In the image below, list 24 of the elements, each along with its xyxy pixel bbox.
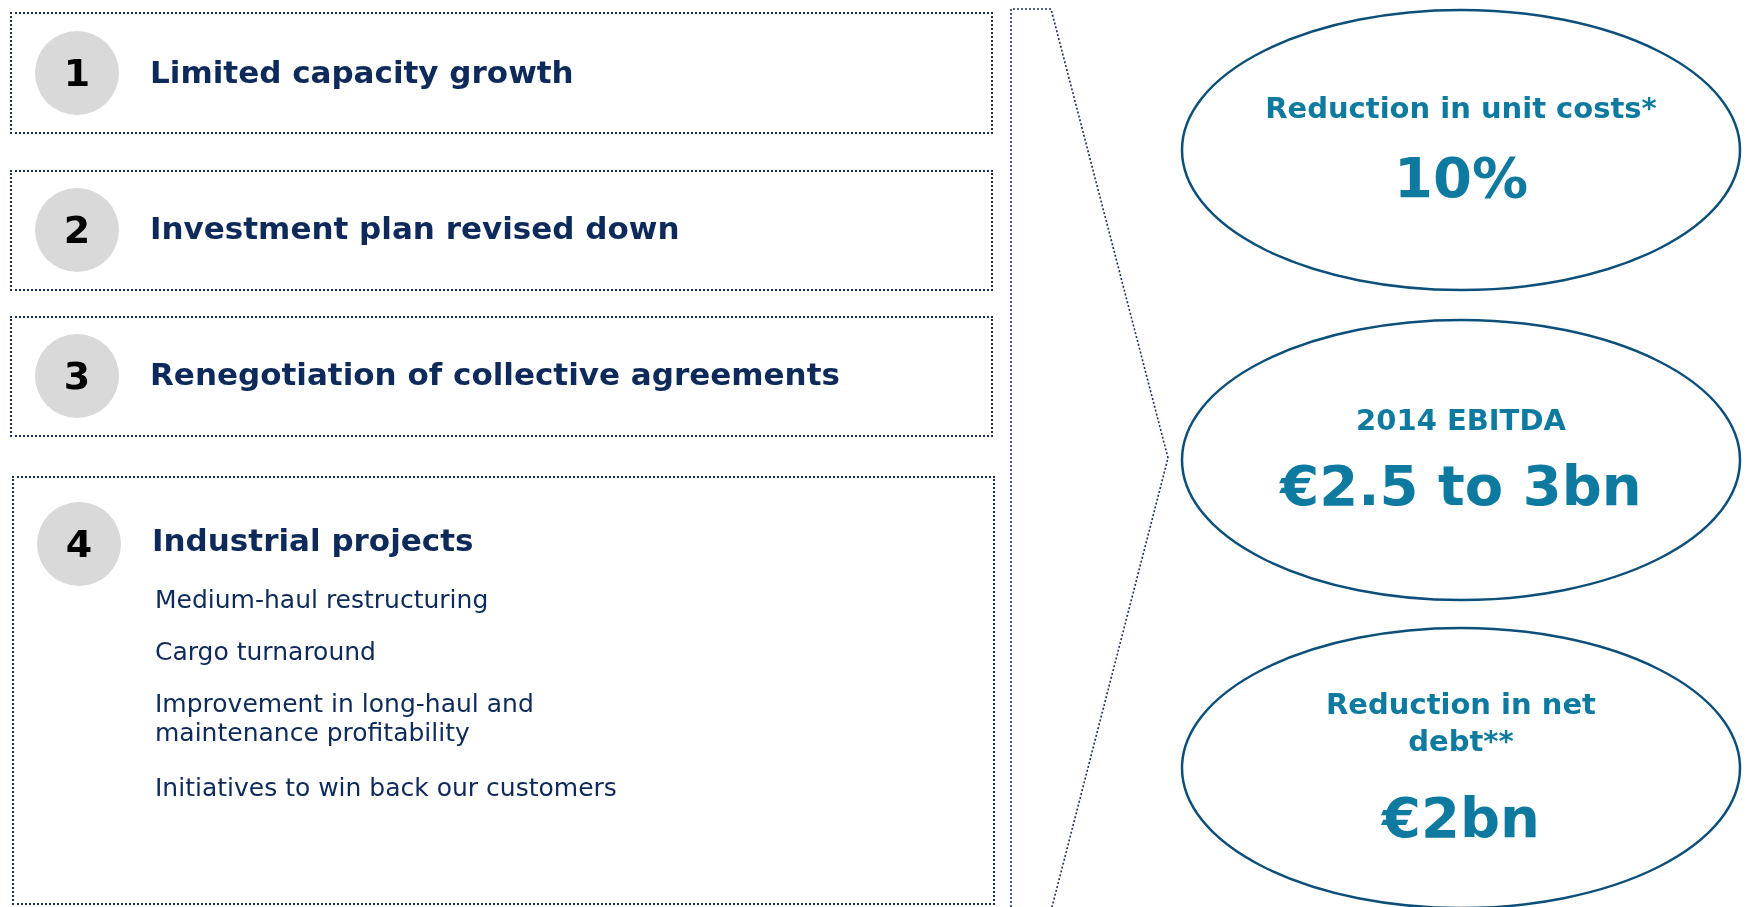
result-ellipse <box>1180 318 1742 602</box>
value-text: 10% <box>1393 144 1528 210</box>
result-ellipse <box>1180 8 1742 292</box>
value-text: €2.5 to 3bn <box>1280 452 1642 518</box>
item-box <box>12 476 995 905</box>
item-box <box>10 316 993 437</box>
item-heading: Limited capacity growth <box>150 54 574 90</box>
sub-item-text: Improvement in long-haul and maintenance profitability <box>155 690 535 748</box>
sub-item-text: Medium-haul restructuring <box>155 586 490 615</box>
item-heading: Renegotiation of collective agreements <box>150 356 840 392</box>
step-number: 3 <box>63 354 91 398</box>
sub-item-text: Initiatives to win back our customers <box>155 774 618 803</box>
item-box <box>10 12 993 134</box>
metric-label: Reduction in unit costs* <box>1265 90 1657 127</box>
step-number: 2 <box>63 208 91 252</box>
step-number: 4 <box>65 522 93 566</box>
metric-label: Reduction in net debt** <box>1325 686 1597 759</box>
item-box <box>10 170 993 291</box>
value-text: €2bn <box>1382 784 1540 850</box>
metric-label: 2014 EBITDA <box>1356 402 1566 439</box>
item-heading: Investment plan revised down <box>150 210 680 246</box>
item-heading: Industrial projects <box>152 522 474 558</box>
step-number: 1 <box>63 51 91 95</box>
sub-item-text: Cargo turnaround <box>155 638 377 667</box>
